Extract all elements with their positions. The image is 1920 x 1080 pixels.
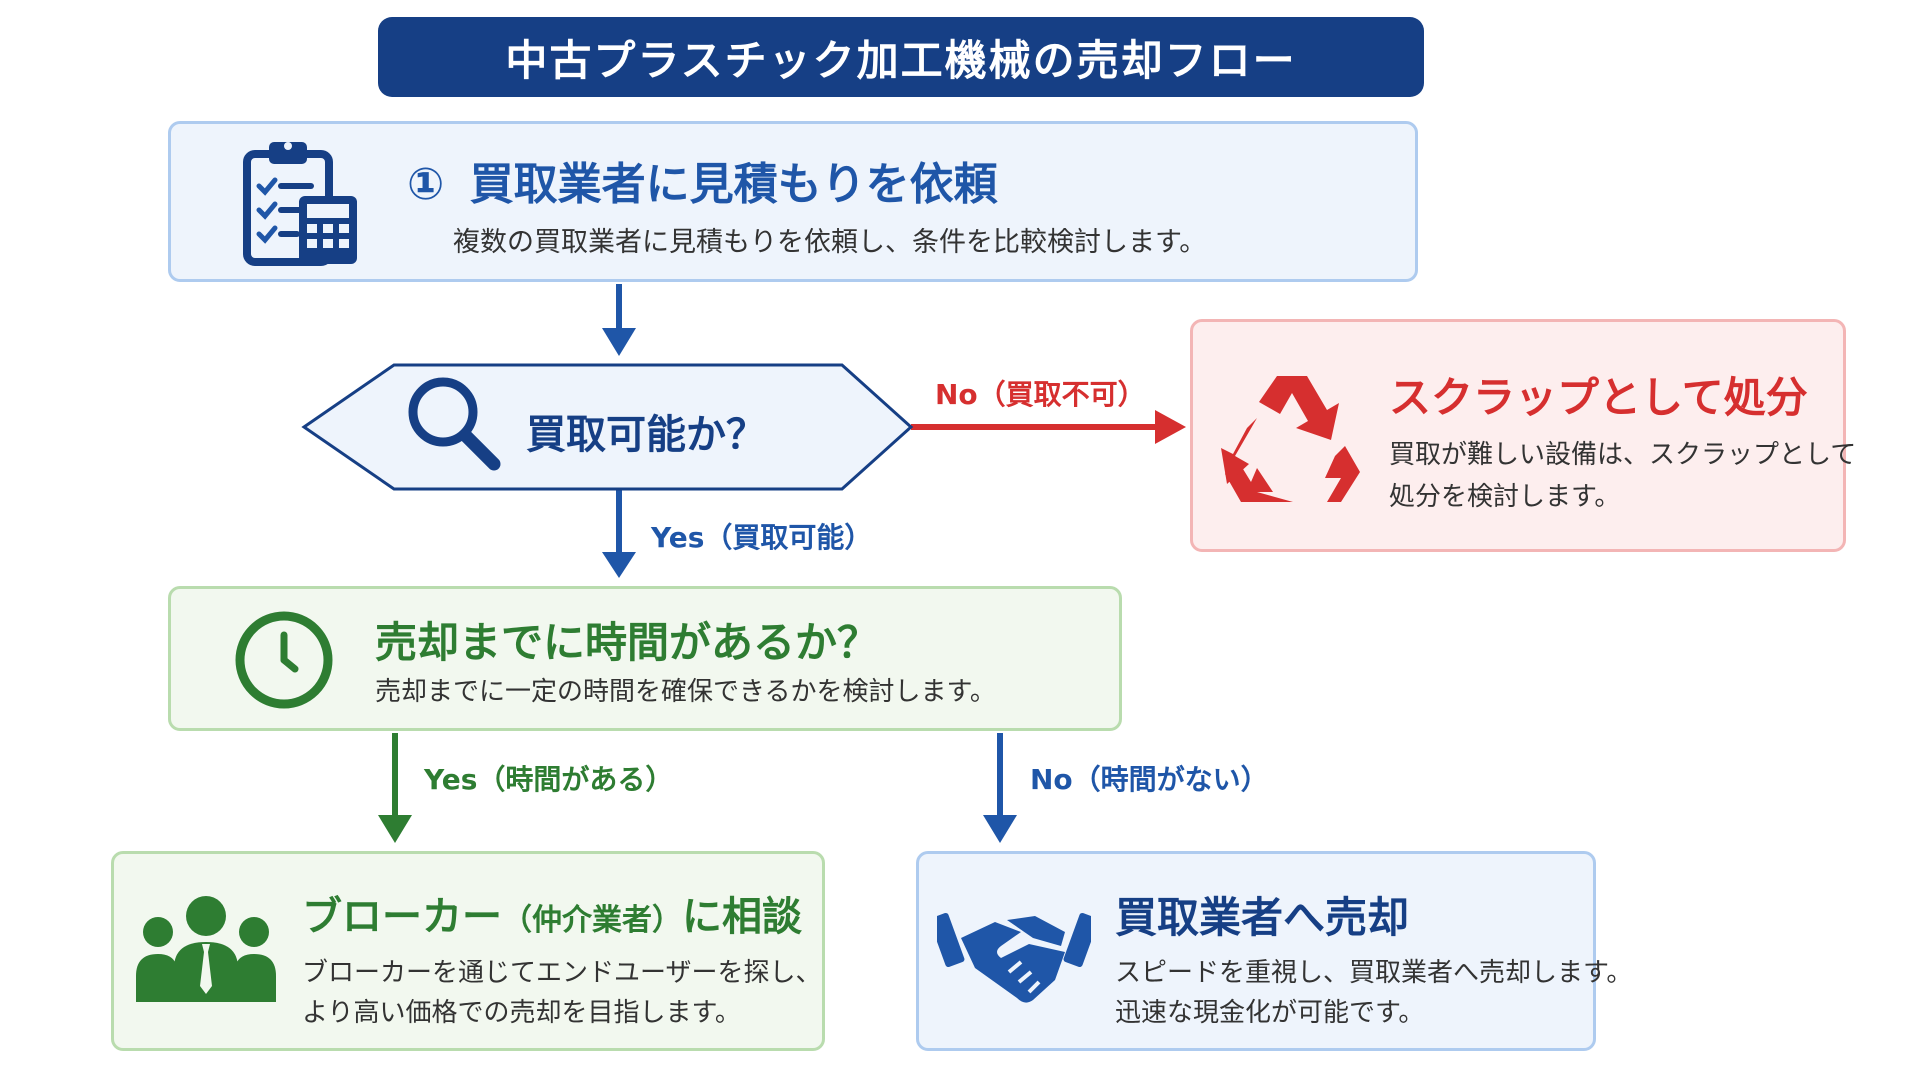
scrap-box: スクラップとして処分 買取が難しい設備は、スクラップとして 処分を検討します。 xyxy=(1190,319,1856,552)
arrowhead-step1 xyxy=(602,328,636,356)
clipboard-calculator-icon xyxy=(243,142,357,266)
page-title: 中古プラスチック加工機械の売却フロー xyxy=(378,17,1424,97)
decision2-heading: 売却までに時間があるか？ xyxy=(375,618,880,667)
buyer-description-line1: スピードを重視し、買取業者へ売却します。 xyxy=(1115,958,1633,988)
decision2-yes-label: Yes（時間がある） xyxy=(424,763,674,796)
decision1-question: 買取可能か？ xyxy=(526,412,766,458)
arrowhead-broker xyxy=(378,815,412,843)
step1-number: ① xyxy=(407,159,445,210)
clock-icon xyxy=(235,611,333,709)
recycle-icon xyxy=(1221,376,1360,502)
broker-description-line1: ブローカーを通じてエンドユーザーを探し、 xyxy=(302,958,822,988)
people-group-icon xyxy=(136,896,276,1002)
arrowhead-scrap xyxy=(1155,410,1186,444)
step1-description: 複数の買取業者に見積もりを依頼し、条件を比較検討します。 xyxy=(453,227,1207,258)
broker-box: ブローカー（仲介業者）に相談 ブローカーを通じてエンドユーザーを探し、 より高い… xyxy=(111,851,825,1051)
decision1-hexagon xyxy=(301,363,914,491)
buyer-heading: 買取業者へ売却 xyxy=(1115,893,1410,942)
arrowhead-buyer xyxy=(983,815,1017,843)
broker-heading-main: ブローカー xyxy=(302,894,502,940)
decision2-no-label: No（時間がない） xyxy=(1030,763,1269,796)
time-decision-box: 売却までに時間があるか？ 売却までに一定の時間を確保できるかを検討します。 xyxy=(168,586,1122,731)
broker-heading-tail: に相談 xyxy=(682,894,802,940)
step1-box: ① 買取業者に見積もりを依頼 複数の買取業者に見積もりを依頼し、条件を比較検討し… xyxy=(168,121,1418,282)
scrap-heading: スクラップとして処分 xyxy=(1389,373,1808,422)
decision1-no-label: No（買取不可） xyxy=(935,378,1146,411)
buyer-description-line2: 迅速な現金化が可能です。 xyxy=(1115,998,1425,1028)
broker-description-line2: より高い価格での売却を目指します。 xyxy=(302,998,741,1028)
decision1-yes-label: Yes（買取可能） xyxy=(651,521,873,554)
broker-heading-paren: （仲介業者） xyxy=(502,903,682,938)
buyer-box: 買取業者へ売却 スピードを重視し、買取業者へ売却します。 迅速な現金化が可能です… xyxy=(916,851,1632,1051)
handshake-icon xyxy=(937,912,1091,1003)
arrowhead-time xyxy=(602,552,636,578)
decision2-description: 売却までに一定の時間を確保できるかを検討します。 xyxy=(375,677,996,707)
step1-heading: 買取業者に見積もりを依頼 xyxy=(469,159,998,210)
scrap-description-line1: 買取が難しい設備は、スクラップとして xyxy=(1389,440,1857,470)
scrap-description-line2: 処分を検討します。 xyxy=(1389,482,1621,512)
magnifier-icon xyxy=(408,377,501,471)
